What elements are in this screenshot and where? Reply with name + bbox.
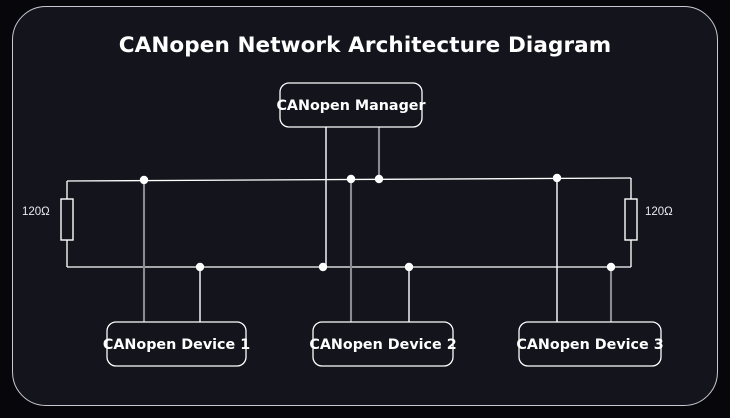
junction-device2-high [346,174,356,184]
right-terminator-label: 120Ω [645,206,673,218]
node-device1-box[interactable] [106,321,247,367]
links-group [142,127,613,322]
node-canopen-manager[interactable]: CANopen Manager [276,82,426,128]
right-terminator: 120Ω [624,198,673,241]
node-canopen-device-2[interactable]: CANopen Device 2 [309,321,457,367]
junction-device2-low [404,262,414,272]
node-canopen-device-3[interactable]: CANopen Device 3 [516,321,664,367]
can-bus-group [66,177,632,268]
node-device3-label: CANopen Device 3 [516,337,663,353]
junction-device3-low [606,262,616,272]
junction-manager-high [374,174,384,184]
left-terminator-label: 120Ω [22,206,50,218]
node-device2-box[interactable] [312,321,454,367]
left-terminator-resistor-icon [60,198,74,241]
left-terminator: 120Ω [22,198,74,241]
node-manager-label: CANopen Manager [276,98,426,114]
node-manager-box[interactable] [279,82,423,128]
junctions-group [139,173,616,272]
junction-device3-high [552,173,562,183]
junction-device1-low [195,262,205,272]
node-device2-label: CANopen Device 2 [309,337,456,353]
junction-device1-high [139,175,149,185]
node-device1-label: CANopen Device 1 [103,337,250,353]
right-terminator-resistor-icon [624,198,638,241]
node-canopen-device-1[interactable]: CANopen Device 1 [103,321,250,367]
junction-manager-low [318,262,328,272]
node-device3-box[interactable] [518,321,662,367]
page-title: CANopen Network Architecture Diagram [119,33,612,58]
